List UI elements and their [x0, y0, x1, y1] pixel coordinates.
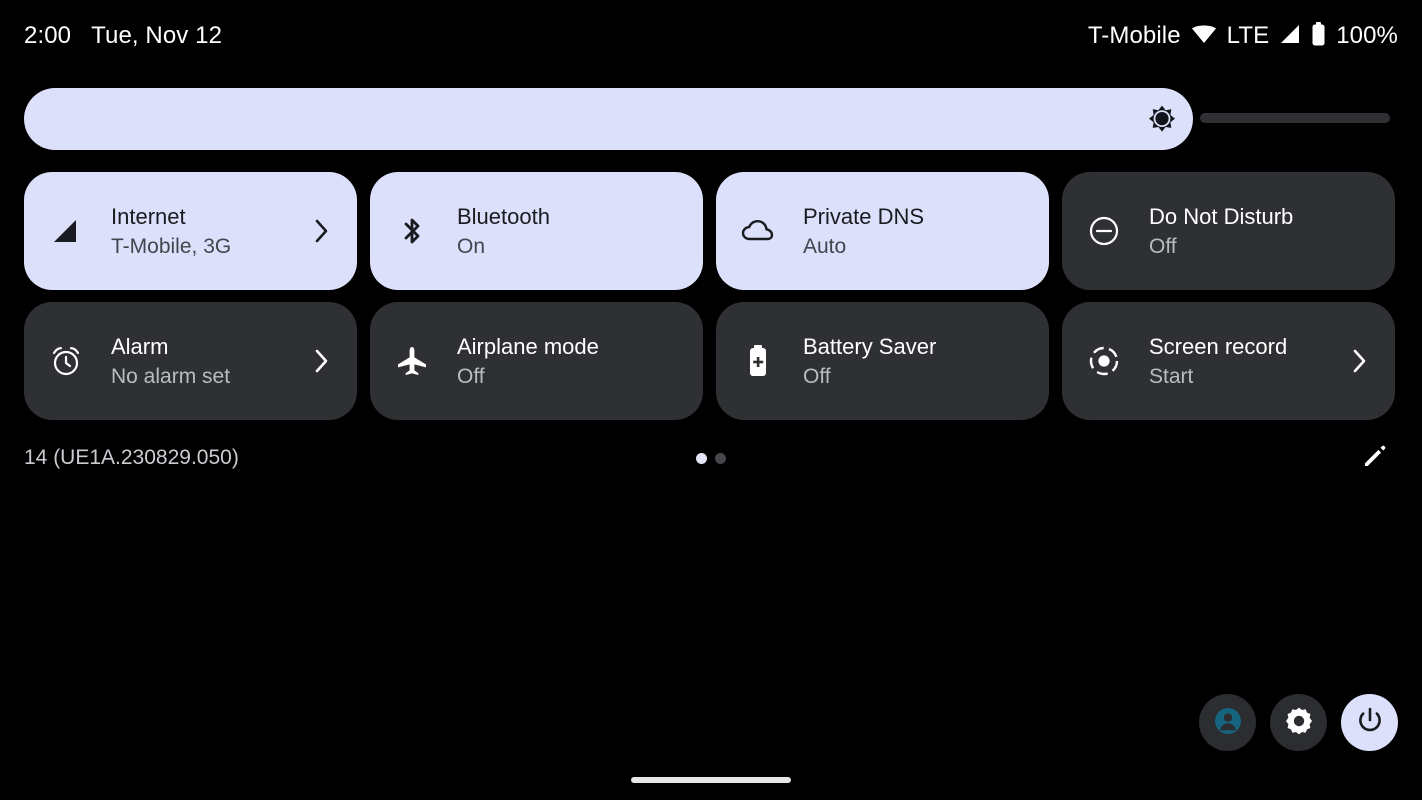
home-indicator[interactable]: [631, 777, 791, 783]
battery-plus-icon: [740, 343, 776, 379]
battery-icon: [1311, 21, 1326, 51]
tile-battery-saver-title: Battery Saver: [803, 333, 937, 359]
tile-battery-saver[interactable]: Battery Saver Off: [716, 302, 1049, 420]
power-icon: [1354, 705, 1386, 740]
alarm-clock-icon: [48, 343, 84, 379]
tile-screen-record-subtitle: Start: [1149, 364, 1194, 388]
status-bar-left: 2:00 Tue, Nov 12: [24, 0, 222, 72]
brightness-slider[interactable]: [24, 88, 1398, 150]
status-date: Tue, Nov 12: [91, 22, 223, 49]
brightness-track-remaining: [1200, 113, 1390, 123]
tile-do-not-disturb-subtitle: Off: [1149, 234, 1177, 258]
power-button[interactable]: [1341, 694, 1398, 751]
chevron-right-icon[interactable]: [311, 346, 333, 376]
tile-do-not-disturb[interactable]: Do Not Disturb Off: [1062, 172, 1395, 290]
tile-do-not-disturb-texts: Do Not Disturb Off: [1149, 204, 1349, 259]
signal-bars-icon: [48, 213, 84, 249]
battery-percent-label: 100%: [1336, 22, 1398, 49]
footer-actions: [1199, 694, 1398, 751]
status-bar: 2:00 Tue, Nov 12 T-Mobile LTE: [0, 0, 1422, 72]
tile-screen-record[interactable]: Screen record Start: [1062, 302, 1395, 420]
tile-alarm[interactable]: Alarm No alarm set: [24, 302, 357, 420]
tile-row-2: Alarm No alarm set Airplane mode: [24, 302, 1398, 420]
do-not-disturb-icon: [1086, 213, 1122, 249]
tile-battery-saver-subtitle: Off: [803, 364, 831, 388]
tile-do-not-disturb-title: Do Not Disturb: [1149, 203, 1294, 229]
airplane-icon: [394, 343, 430, 379]
chevron-right-icon[interactable]: [311, 216, 333, 246]
brightness-track[interactable]: [24, 88, 1398, 150]
tile-alarm-title: Alarm: [111, 333, 169, 359]
tile-screen-record-texts: Screen record Start: [1149, 334, 1349, 389]
tile-alarm-texts: Alarm No alarm set: [111, 334, 311, 389]
tile-internet-subtitle: T-Mobile, 3G: [111, 234, 232, 258]
bluetooth-icon: [394, 213, 430, 249]
gear-icon: [1283, 705, 1315, 740]
brightness-track-fill: [24, 88, 1193, 150]
tile-battery-saver-texts: Battery Saver Off: [803, 334, 1003, 389]
screen-record-icon: [1086, 343, 1122, 379]
page-dot-1[interactable]: [696, 452, 707, 464]
tile-screen-record-title: Screen record: [1149, 333, 1288, 359]
wifi-icon: [1191, 24, 1217, 49]
user-avatar-icon: [1212, 705, 1244, 740]
tile-internet[interactable]: Internet T-Mobile, 3G: [24, 172, 357, 290]
page-dot-2[interactable]: [715, 452, 726, 464]
chevron-right-icon[interactable]: [1349, 346, 1371, 376]
tile-airplane-mode[interactable]: Airplane mode Off: [370, 302, 703, 420]
build-version-label: 14 (UE1A.230829.050): [24, 446, 239, 469]
tile-private-dns[interactable]: Private DNS Auto: [716, 172, 1049, 290]
page-indicator: [0, 435, 1422, 481]
tile-airplane-mode-subtitle: Off: [457, 364, 485, 388]
tile-bluetooth-subtitle: On: [457, 234, 486, 258]
signal-bars-icon: [1279, 24, 1301, 49]
pencil-edit-icon: [1361, 442, 1389, 475]
tile-airplane-mode-title: Airplane mode: [457, 333, 599, 359]
quick-settings-footer: 14 (UE1A.230829.050): [0, 435, 1422, 481]
tile-airplane-mode-texts: Airplane mode Off: [457, 334, 657, 389]
edit-tiles-button[interactable]: [1352, 435, 1398, 481]
tile-internet-texts: Internet T-Mobile, 3G: [111, 204, 311, 259]
tile-bluetooth-title: Bluetooth: [457, 203, 550, 229]
cloud-icon: [740, 213, 776, 249]
user-switcher-button[interactable]: [1199, 694, 1256, 751]
tile-private-dns-texts: Private DNS Auto: [803, 204, 1003, 259]
tile-internet-title: Internet: [111, 203, 186, 229]
tile-bluetooth[interactable]: Bluetooth On: [370, 172, 703, 290]
status-bar-right: T-Mobile LTE 100%: [1088, 0, 1398, 72]
tile-alarm-subtitle: No alarm set: [111, 364, 231, 388]
status-clock: 2:00: [24, 22, 72, 49]
carrier-label: T-Mobile: [1087, 22, 1181, 49]
brightness-icon: [1144, 101, 1180, 137]
quick-settings-tiles: Internet T-Mobile, 3G Bluetooth: [24, 172, 1398, 432]
settings-button[interactable]: [1270, 694, 1327, 751]
tile-row-1: Internet T-Mobile, 3G Bluetooth: [24, 172, 1398, 290]
network-type-label: LTE: [1226, 22, 1270, 49]
tile-private-dns-subtitle: Auto: [803, 234, 847, 258]
tile-bluetooth-texts: Bluetooth On: [457, 204, 657, 259]
tile-private-dns-title: Private DNS: [803, 203, 925, 229]
